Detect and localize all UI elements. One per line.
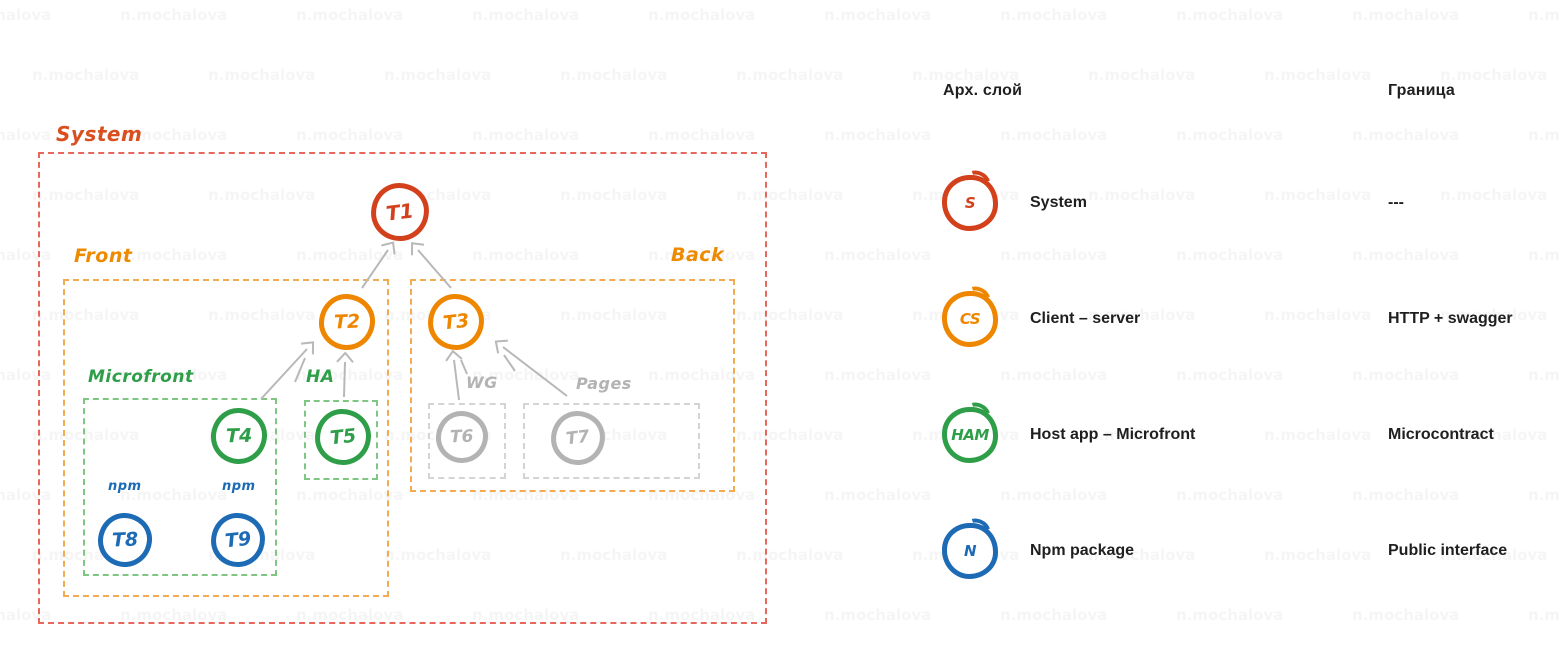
npm-package-layer-icon: N (942, 513, 998, 579)
pages-group-label: Pages (576, 374, 632, 393)
legend-header-layer: Арх. слой (943, 82, 1023, 99)
edge-t7-t3 (494, 339, 568, 397)
legend-boundary-label: Microcontract (1388, 426, 1494, 443)
legend-boundary-label: Public interface (1388, 542, 1508, 559)
front-boundary-box (63, 279, 389, 597)
legend-row-host-app-microfront: HAM Host app – Microfront Microcontract (942, 397, 1542, 465)
wg-boundary-box (428, 403, 506, 479)
edge-t6-t3-sketch (460, 359, 468, 375)
npm-label-t8: npm (108, 479, 142, 494)
legend-row-client-server: CS Client – server HTTP + swagger (942, 281, 1542, 349)
legend-layer-label: System (1030, 194, 1087, 211)
ha-boundary-box (304, 400, 378, 480)
system-boundary-box (38, 152, 767, 624)
legend-row-npm-package: N Npm package Public interface (942, 513, 1542, 581)
legend-boundary-label: --- (1388, 194, 1404, 211)
legend-boundary-label: HTTP + swagger (1388, 310, 1513, 327)
legend-layer-label: Host app – Microfront (1030, 426, 1196, 443)
edge-t7-t3-sketch (503, 354, 516, 372)
microfront-boundary-box (83, 398, 277, 576)
legend-layer-label: Client – server (1030, 310, 1141, 327)
back-group-label: Back (671, 244, 725, 266)
front-group-label: Front (74, 245, 133, 267)
edge-t3-t1 (410, 242, 452, 289)
edge-t2-t1 (361, 241, 396, 289)
edge-t4-t2-sketch (294, 357, 306, 383)
microfront-group-label: Microfront (88, 367, 194, 387)
npm-label-t9: npm (222, 479, 256, 494)
edge-t5-t2 (336, 351, 354, 398)
legend-header-boundary: Граница (1388, 82, 1455, 99)
client-server-layer-icon: CS (942, 281, 998, 347)
system-group-label: System (56, 122, 143, 146)
legend-row-system: S System --- (942, 165, 1542, 233)
back-boundary-box (410, 279, 735, 492)
legend-layer-label: Npm package (1030, 542, 1135, 559)
system-layer-icon: S (942, 165, 998, 231)
pages-boundary-box (523, 403, 700, 479)
host-app-microfront-layer-icon: HAM (942, 397, 998, 463)
wg-group-label: WG (466, 373, 498, 392)
edge-t6-t3 (445, 349, 463, 401)
ha-group-label: HA (306, 367, 335, 387)
edge-t4-t2 (260, 341, 315, 400)
